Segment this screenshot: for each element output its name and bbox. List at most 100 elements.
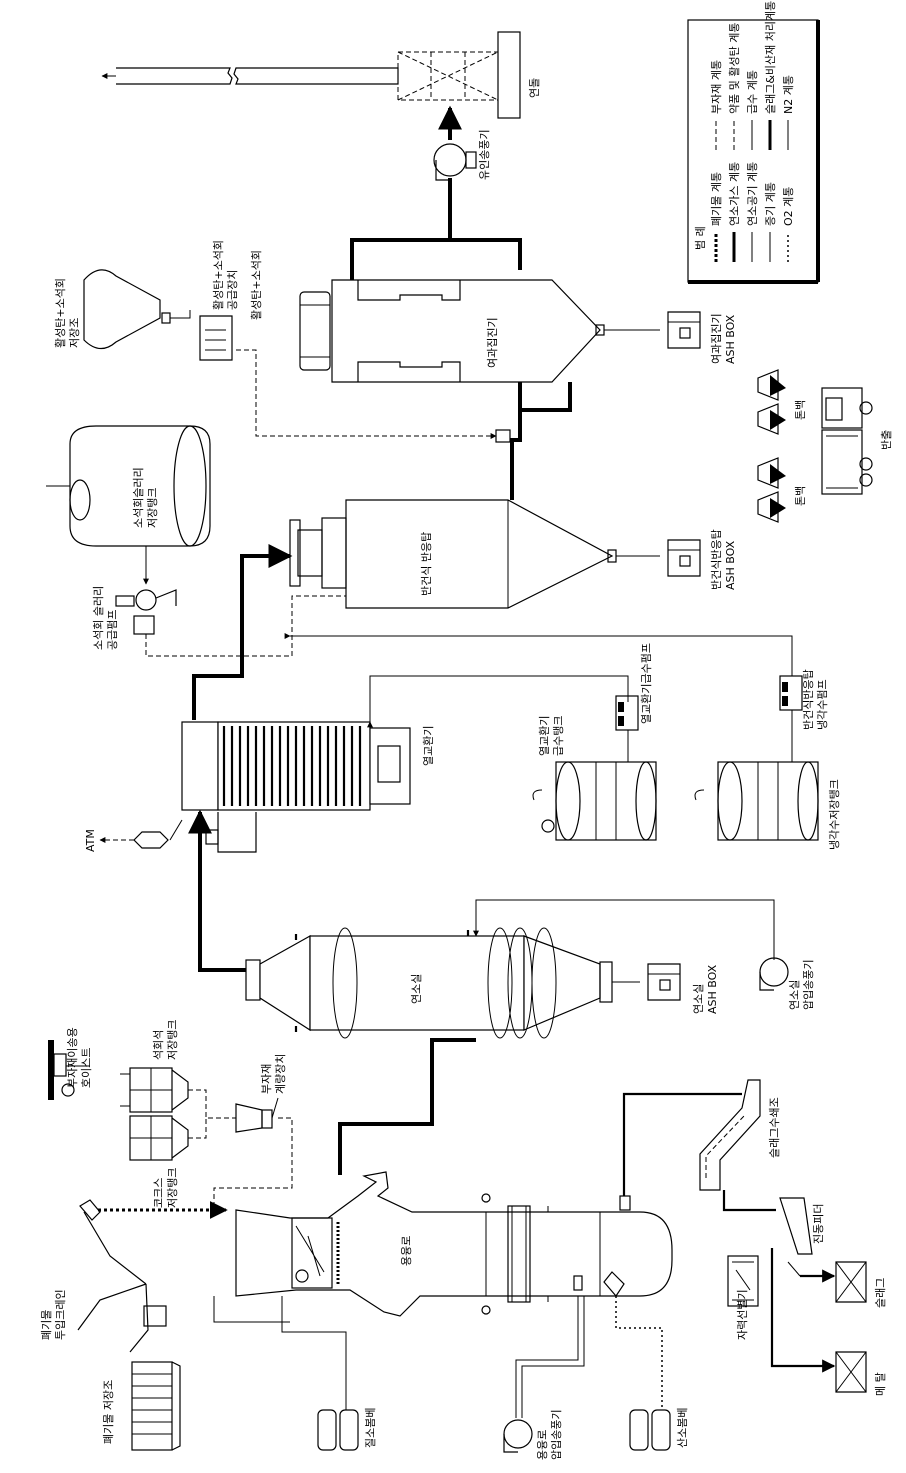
crane-label-2: 투입크레인 bbox=[54, 1289, 67, 1340]
ton-bag-label-2: 톤백 bbox=[794, 486, 807, 506]
stack bbox=[101, 31, 521, 119]
bag-filter-ash-box bbox=[667, 311, 701, 349]
lime-slurry-tank bbox=[46, 425, 211, 547]
limestone-label-2: 저장탱크 bbox=[166, 1020, 179, 1060]
waste-storage bbox=[131, 1361, 181, 1451]
truck-label: 반출 bbox=[880, 430, 893, 450]
combustion-ash-label-2: ASH BOX bbox=[706, 964, 719, 1014]
ac-feeder-label-2: 공급장치 bbox=[226, 270, 239, 310]
separator-label: 자력선별기 bbox=[736, 1289, 749, 1340]
coke-label-2: 저장탱크 bbox=[166, 1168, 179, 1208]
lime-pump-label-1: 소석회 슬러리 bbox=[92, 586, 105, 650]
melt-fan-label-1: 용융로 bbox=[536, 1430, 549, 1460]
combustion-chamber bbox=[245, 927, 613, 1039]
ton-bags-upper bbox=[757, 369, 786, 435]
reactor-ash-box bbox=[667, 539, 701, 577]
lime-pump-label-2: 공급펌프 bbox=[106, 610, 119, 650]
semi-dry-reactor bbox=[289, 499, 617, 609]
combustion-ash-box bbox=[647, 963, 681, 1001]
comb-fan-label-1: 연소실 bbox=[788, 980, 801, 1010]
legend-item-4: 증기 계통 bbox=[764, 182, 777, 226]
cooling-tank bbox=[694, 761, 819, 841]
slag-tank-label: 슬래그수쇄조 bbox=[768, 1097, 781, 1158]
ac-feeder-bound: 활성탄+소석회 bbox=[249, 250, 263, 320]
furnace-label: 용융로 bbox=[400, 1236, 413, 1266]
activated-carbon-feeder bbox=[199, 315, 233, 361]
cooling-pump-label-1: 반건식반응탑 bbox=[802, 669, 815, 730]
bag-filter-ash-label-1: 여과집진기 bbox=[710, 313, 723, 364]
legend-item-6: 부자재 계통 bbox=[710, 60, 723, 114]
atm-label: ATM bbox=[84, 829, 97, 852]
metal-label: 메 탈 bbox=[874, 1372, 887, 1396]
waste-crane bbox=[77, 1199, 167, 1353]
hx-tank-label-2: 급수탱크 bbox=[552, 716, 565, 756]
legend-item-8: 급수 계통 bbox=[746, 70, 759, 114]
legend-title: 범 례 bbox=[694, 226, 707, 250]
nitrogen-cylinder bbox=[317, 1409, 359, 1451]
combustion-label: 연소실 bbox=[410, 974, 423, 1004]
weigher-label-2: 계량장치 bbox=[274, 1054, 287, 1094]
lime-slurry-pump bbox=[115, 589, 177, 635]
bag-filter-ash-label-2: ASH BOX bbox=[724, 314, 737, 364]
melting-fan bbox=[503, 1419, 533, 1453]
nitrogen-label: 질소봄베 bbox=[364, 1408, 377, 1448]
melting-furnace bbox=[235, 1171, 673, 1317]
stack-label: 연돌 bbox=[528, 78, 541, 98]
heat-exchanger-label: 열교환기 bbox=[422, 726, 435, 766]
ac-silo-label-2: 저장조 bbox=[68, 318, 81, 348]
weigher-label-1: 부자재 bbox=[260, 1064, 273, 1094]
induced-fan-label: 유인송풍기 bbox=[478, 129, 491, 180]
atm-silencer bbox=[133, 831, 169, 849]
reactor-ash-label-2: ASH BOX bbox=[724, 540, 737, 590]
weigher bbox=[235, 1097, 279, 1133]
coke-tank bbox=[129, 1115, 189, 1161]
legend-item-1: 폐기물 계통 bbox=[710, 172, 723, 226]
coke-label-1: 코크스 bbox=[152, 1178, 165, 1208]
reactor-ash-label-1: 반건식반응탑 bbox=[710, 529, 723, 590]
cooling-pump bbox=[779, 675, 803, 711]
limestone-label-1: 석회석 bbox=[152, 1030, 165, 1060]
slag-water-tank bbox=[699, 1079, 761, 1191]
reactor-label: 반건식 반응탑 bbox=[420, 532, 433, 596]
hx-feed-tank bbox=[532, 761, 657, 841]
storage-label: 폐기물 저장조 bbox=[102, 1380, 115, 1444]
hoist-label-1: 부자재이송용 bbox=[66, 1027, 79, 1088]
hoist-label-2: 호이스트 bbox=[80, 1048, 93, 1088]
combustion-fan bbox=[759, 957, 789, 991]
feeder-label: 진동피더 bbox=[812, 1204, 825, 1244]
combustion-ash-label-1: 연소실 bbox=[692, 984, 705, 1014]
induced-fan bbox=[433, 143, 477, 181]
crane-label-1: 폐기물 bbox=[40, 1310, 53, 1340]
hx-pump-label: 열교환기급수펌프 bbox=[640, 643, 653, 724]
metal-bin bbox=[835, 1351, 867, 1393]
activated-carbon-silo bbox=[83, 269, 191, 350]
lime-tank-label-2: 저장탱크 bbox=[146, 488, 159, 528]
truck bbox=[821, 387, 873, 495]
legend-item-2: 연소가스 계통 bbox=[728, 162, 741, 226]
cooling-tank-label: 냉각수저장탱크 bbox=[828, 779, 841, 850]
oxygen-cylinder bbox=[629, 1409, 671, 1451]
comb-fan-label-2: 압입송풍기 bbox=[802, 959, 815, 1010]
legend-item-9: 슬래그&비산재 처리계통 bbox=[764, 1, 777, 114]
bag-filter-label: 여과집진기 bbox=[486, 317, 499, 368]
legend-item-10: N2 계통 bbox=[782, 75, 795, 114]
magnetic-separator bbox=[727, 1255, 759, 1307]
bag-filter bbox=[299, 279, 605, 383]
hx-feed-pump bbox=[615, 695, 639, 731]
legend-title-text: 범 례 bbox=[694, 226, 707, 250]
legend-samples bbox=[714, 120, 789, 262]
lime-tank-label-1: 소석회슬러리 bbox=[132, 467, 145, 528]
hx-tank-label-1: 열교환기 bbox=[538, 716, 551, 756]
cooling-pump-label-2: 냉각수펌프 bbox=[816, 679, 829, 730]
oxygen-label: 산소봄베 bbox=[676, 1408, 689, 1448]
ton-bags-lower bbox=[757, 457, 786, 523]
limestone-tank bbox=[120, 1067, 189, 1113]
legend: 범 례 폐기물 계통 연소가스 계통 연소공기 계통 증기 계통 O2 계통 부… bbox=[687, 1, 820, 284]
heat-exchanger bbox=[181, 721, 411, 853]
slag-bin bbox=[835, 1261, 867, 1303]
ton-bag-label-1: 톤백 bbox=[794, 400, 807, 420]
slag-label: 슬래그 bbox=[874, 1278, 887, 1308]
hoist bbox=[48, 1040, 90, 1100]
vibrating-feeder bbox=[779, 1197, 813, 1277]
melt-fan-label-2: 압입송풍기 bbox=[550, 1409, 563, 1460]
